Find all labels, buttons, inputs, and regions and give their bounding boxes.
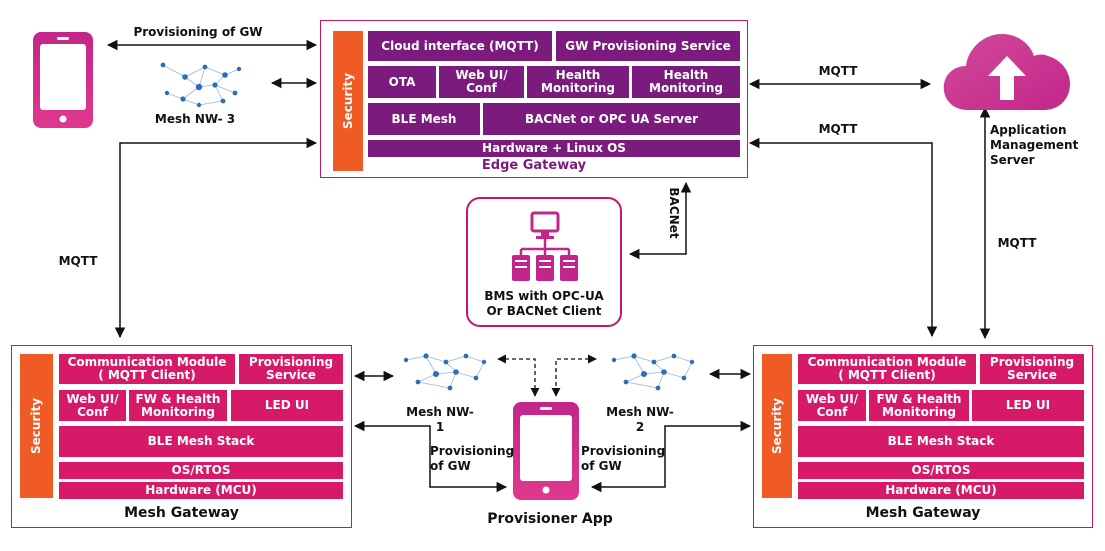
right-ble-mesh-stack-block: BLE Mesh Stack [798,426,1084,457]
label-bacnet: BACNet [667,187,681,239]
right-fw-health-block: FW & Health Monitoring [869,390,969,421]
line-edge-right-gateway [748,137,938,338]
mesh-gateway-left-panel: Security Communication Module ( MQTT Cli… [11,345,352,528]
label-provisioner-app: Provisioner App [487,511,613,527]
right-mesh-gateway-title: Mesh Gateway [865,505,981,521]
label-mqtt-right: MQTT [997,236,1037,250]
edge-gw-provisioning-block: GW Provisioning Service [556,31,740,61]
left-led-ui-block: LED UI [231,390,343,421]
bms-box: BMS with OPC-UA Or BACNet Client [466,197,622,327]
left-provisioning-service-block: Provisioning Service [239,354,343,384]
right-os-rtos-block: OS/RTOS [798,462,1084,479]
right-comm-module-block: Communication Module ( MQTT Client) [798,354,976,384]
edge-cloud-interface-block: Cloud interface (MQTT) [368,31,552,61]
right-provisioning-service-block: Provisioning Service [980,354,1084,384]
edge-gateway-panel: Security Cloud interface (MQTT) GW Provi… [320,20,748,178]
cloud-upload-icon [943,34,1070,110]
line-left-gateway-provisioner [353,420,508,493]
dashed-mesh2-provisioner [551,354,597,397]
edge-ble-mesh-block: BLE Mesh [368,103,480,135]
left-web-ui-block: Web UI/ Conf [59,390,126,421]
label-mesh-nw2: Mesh NW- 2 [606,405,674,434]
line-edge-left-gateway [114,137,318,339]
mesh-network-icon [611,353,695,391]
left-os-rtos-block: OS/RTOS [59,462,343,479]
edge-bacnet-server-block: BACNet or OPC UA Server [483,103,740,135]
mesh-network-icon [403,353,487,391]
mesh-network-icon [160,62,242,108]
edge-hardware-block: Hardware + Linux OS [368,140,740,157]
left-comm-module-block: Communication Module ( MQTT Client) [59,354,235,384]
label-app-server: Application Management Server [990,123,1079,167]
label-provisioning-left: Provisioning of GW [430,444,515,473]
label-mqtt-top: MQTT [818,64,858,78]
right-web-ui-block: Web UI/ Conf [798,390,866,421]
left-security-bar: Security [20,354,53,498]
label-provisioning-right: Provisioning of GW [581,444,666,473]
left-fw-health-block: FW & Health Monitoring [129,390,227,421]
mesh-gateway-right-panel: Security Communication Module ( MQTT Cli… [753,345,1093,528]
label-mesh-nw1: Mesh NW- 1 [406,405,474,434]
edge-ota-block: OTA [368,66,436,98]
edge-web-ui-block: Web UI/ Conf [439,66,524,98]
right-security-bar: Security [762,354,792,498]
left-mesh-gateway-title: Mesh Gateway [124,505,239,521]
right-led-ui-block: LED UI [972,390,1084,421]
bms-label: BMS with OPC-UA Or BACNet Client [484,289,604,318]
label-mqtt-mid: MQTT [818,122,858,136]
right-hardware-block: Hardware (MCU) [798,482,1084,499]
label-provisioning-of-gw-top: Provisioning of GW [133,25,263,39]
edge-gateway-title: Edge Gateway [481,158,587,173]
edge-health-block-1: Health Monitoring [527,66,629,98]
line-provisioner-right-gateway [590,420,752,493]
line-bms-edge [628,181,692,260]
phone-icon [33,32,93,128]
edge-health-block-2: Health Monitoring [632,66,740,98]
dashed-mesh1-provisioner [497,354,540,397]
edge-security-bar: Security [333,31,363,171]
server-network-icon [512,211,578,281]
label-mesh-nw3: Mesh NW- 3 [154,112,236,126]
label-mqtt-left: MQTT [58,254,98,268]
left-ble-mesh-stack-block: BLE Mesh Stack [59,426,343,457]
left-hardware-block: Hardware (MCU) [59,482,343,499]
phone-icon [513,402,579,500]
